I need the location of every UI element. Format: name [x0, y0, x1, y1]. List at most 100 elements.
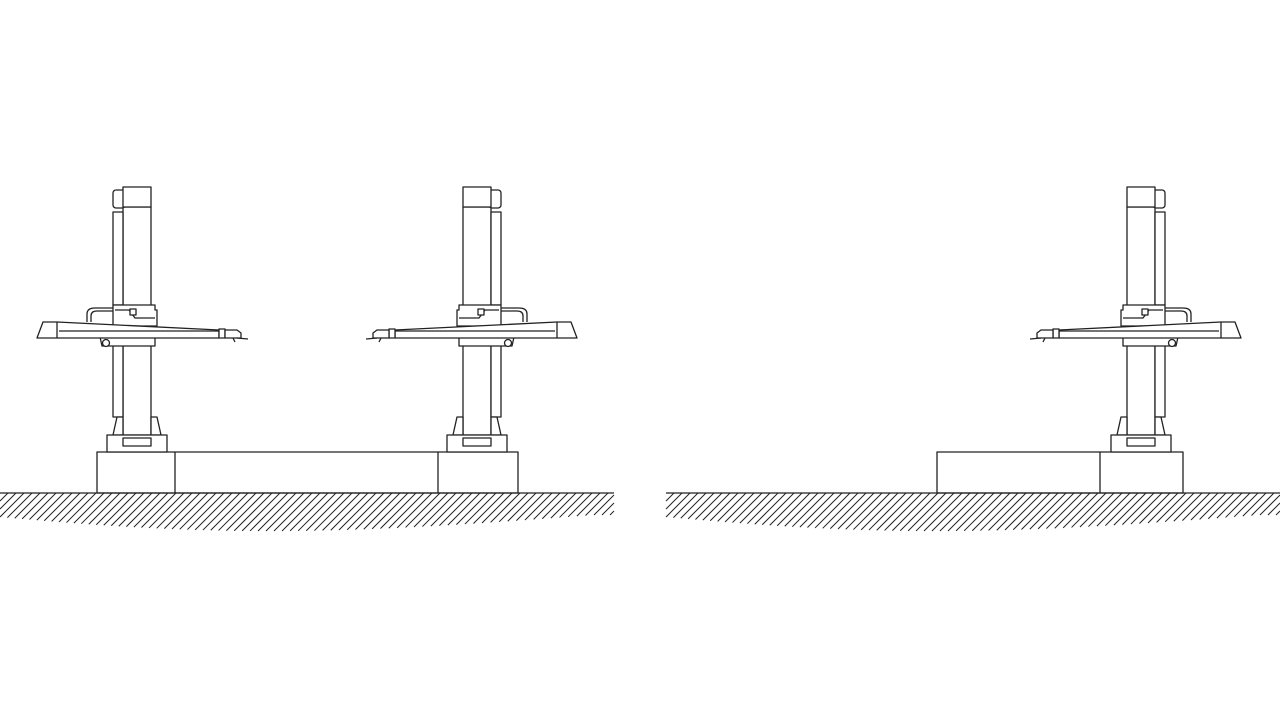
hatch-line [559, 492, 585, 518]
hatch-line [148, 492, 185, 529]
hatch-line [338, 492, 377, 531]
hatch-line [673, 492, 699, 518]
hatch-line [1079, 492, 1115, 528]
hatch-line [550, 492, 577, 519]
hatch-line [1021, 492, 1059, 530]
hatch-line [524, 492, 553, 521]
hatch-line [724, 492, 755, 523]
hatch-line [784, 492, 819, 527]
hatch-line [1156, 492, 1187, 523]
hatch-line [1054, 492, 1091, 529]
hatch-line [1199, 492, 1227, 520]
hatch-line [601, 502, 615, 516]
hatch-line [257, 492, 297, 532]
hatch-line [305, 492, 345, 532]
hatch-line [66, 492, 97, 523]
base-block [936, 451, 1184, 494]
hatch-line [447, 492, 481, 526]
hatch-line [791, 492, 827, 528]
hatch-line [931, 492, 971, 532]
hatch-line [845, 492, 883, 530]
hatch-line [996, 492, 1035, 531]
hatch-line [769, 492, 803, 526]
hatch-line [51, 492, 81, 522]
hatch-line [226, 492, 265, 531]
scene-single-column [665, 186, 1280, 532]
hatch-line [988, 492, 1027, 531]
hatch-line [541, 492, 569, 520]
hatch-line [516, 492, 545, 521]
hatch-line [133, 492, 169, 528]
hatch-line [955, 492, 995, 532]
hatch-line [585, 492, 609, 516]
hatch-line [346, 492, 385, 531]
hatch-line [363, 492, 401, 530]
hatch-line [297, 492, 337, 532]
hatch-line [1216, 492, 1243, 519]
hatch-line [1088, 492, 1123, 527]
hatch-line [58, 492, 89, 523]
hatch-line [281, 492, 321, 532]
column-boom-machine-left [36, 186, 249, 453]
column-boom-machine [1029, 186, 1242, 453]
hatch-line [422, 492, 457, 527]
hatch-line [322, 492, 361, 531]
hatch-line [1207, 492, 1235, 520]
hatch-line [1225, 492, 1251, 518]
hatch-line [1190, 492, 1219, 521]
hatch-line [1139, 492, 1171, 524]
hatch-line [971, 492, 1011, 532]
hatch-line [754, 492, 787, 525]
hatch-line [899, 492, 939, 532]
hatch-line [1130, 492, 1163, 525]
hatch-line [947, 492, 987, 532]
hatch-line [289, 492, 329, 532]
hatch-line [187, 492, 225, 530]
base-block [96, 451, 519, 494]
hatch-line [1046, 492, 1083, 529]
hatch-line [837, 492, 875, 530]
hatch-line [776, 492, 811, 527]
hatch-line [396, 492, 433, 529]
hatch-line [1147, 492, 1179, 524]
hatch-line [732, 492, 763, 523]
hatch-line [330, 492, 369, 531]
hatch-line [95, 492, 129, 526]
hatch-line [1251, 492, 1275, 516]
hatch-line [14, 492, 41, 519]
hatch-line [413, 492, 449, 528]
hatch-line [665, 492, 683, 510]
hatch-line [814, 492, 851, 529]
hatch-line [0, 492, 9, 502]
hatch-line [0, 492, 17, 510]
ground-hatching [665, 492, 1280, 532]
hatch-line [687, 492, 715, 520]
hatch-line [746, 492, 779, 525]
hatch-line [1071, 492, 1107, 528]
hatch-line [7, 492, 33, 518]
hatch-line [388, 492, 425, 529]
hatch-line [822, 492, 859, 529]
hatch-line [702, 492, 731, 521]
hatch-line [1004, 492, 1043, 531]
hatch-line [125, 492, 161, 528]
hatch-line [405, 492, 441, 528]
hatch-line [717, 492, 747, 522]
hatch-line [380, 492, 417, 529]
hatch-line [1037, 492, 1075, 530]
hatch-line [0, 492, 25, 518]
hatch-line [430, 492, 465, 527]
hatch-line [1122, 492, 1155, 525]
hatch-line [680, 492, 707, 519]
hatch-line [103, 492, 137, 526]
hatch-line [88, 492, 121, 525]
hatch-line [665, 492, 675, 502]
hatch-line [868, 492, 907, 531]
hatch-line [29, 492, 57, 520]
scene-twin-column [0, 186, 615, 532]
hatch-line [1242, 492, 1267, 517]
hatch-line [884, 492, 923, 531]
hatch-line [473, 492, 505, 524]
hatch-line [456, 492, 489, 525]
